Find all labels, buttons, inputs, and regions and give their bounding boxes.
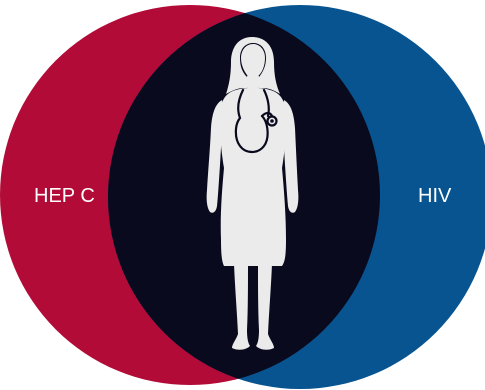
overlap-region <box>108 5 380 385</box>
hiv-label: HIV <box>418 185 452 207</box>
doctor-with-stethoscope-icon <box>206 37 299 350</box>
stethoscope-icon <box>234 88 278 154</box>
hep-c-label: HEP C <box>34 185 95 207</box>
